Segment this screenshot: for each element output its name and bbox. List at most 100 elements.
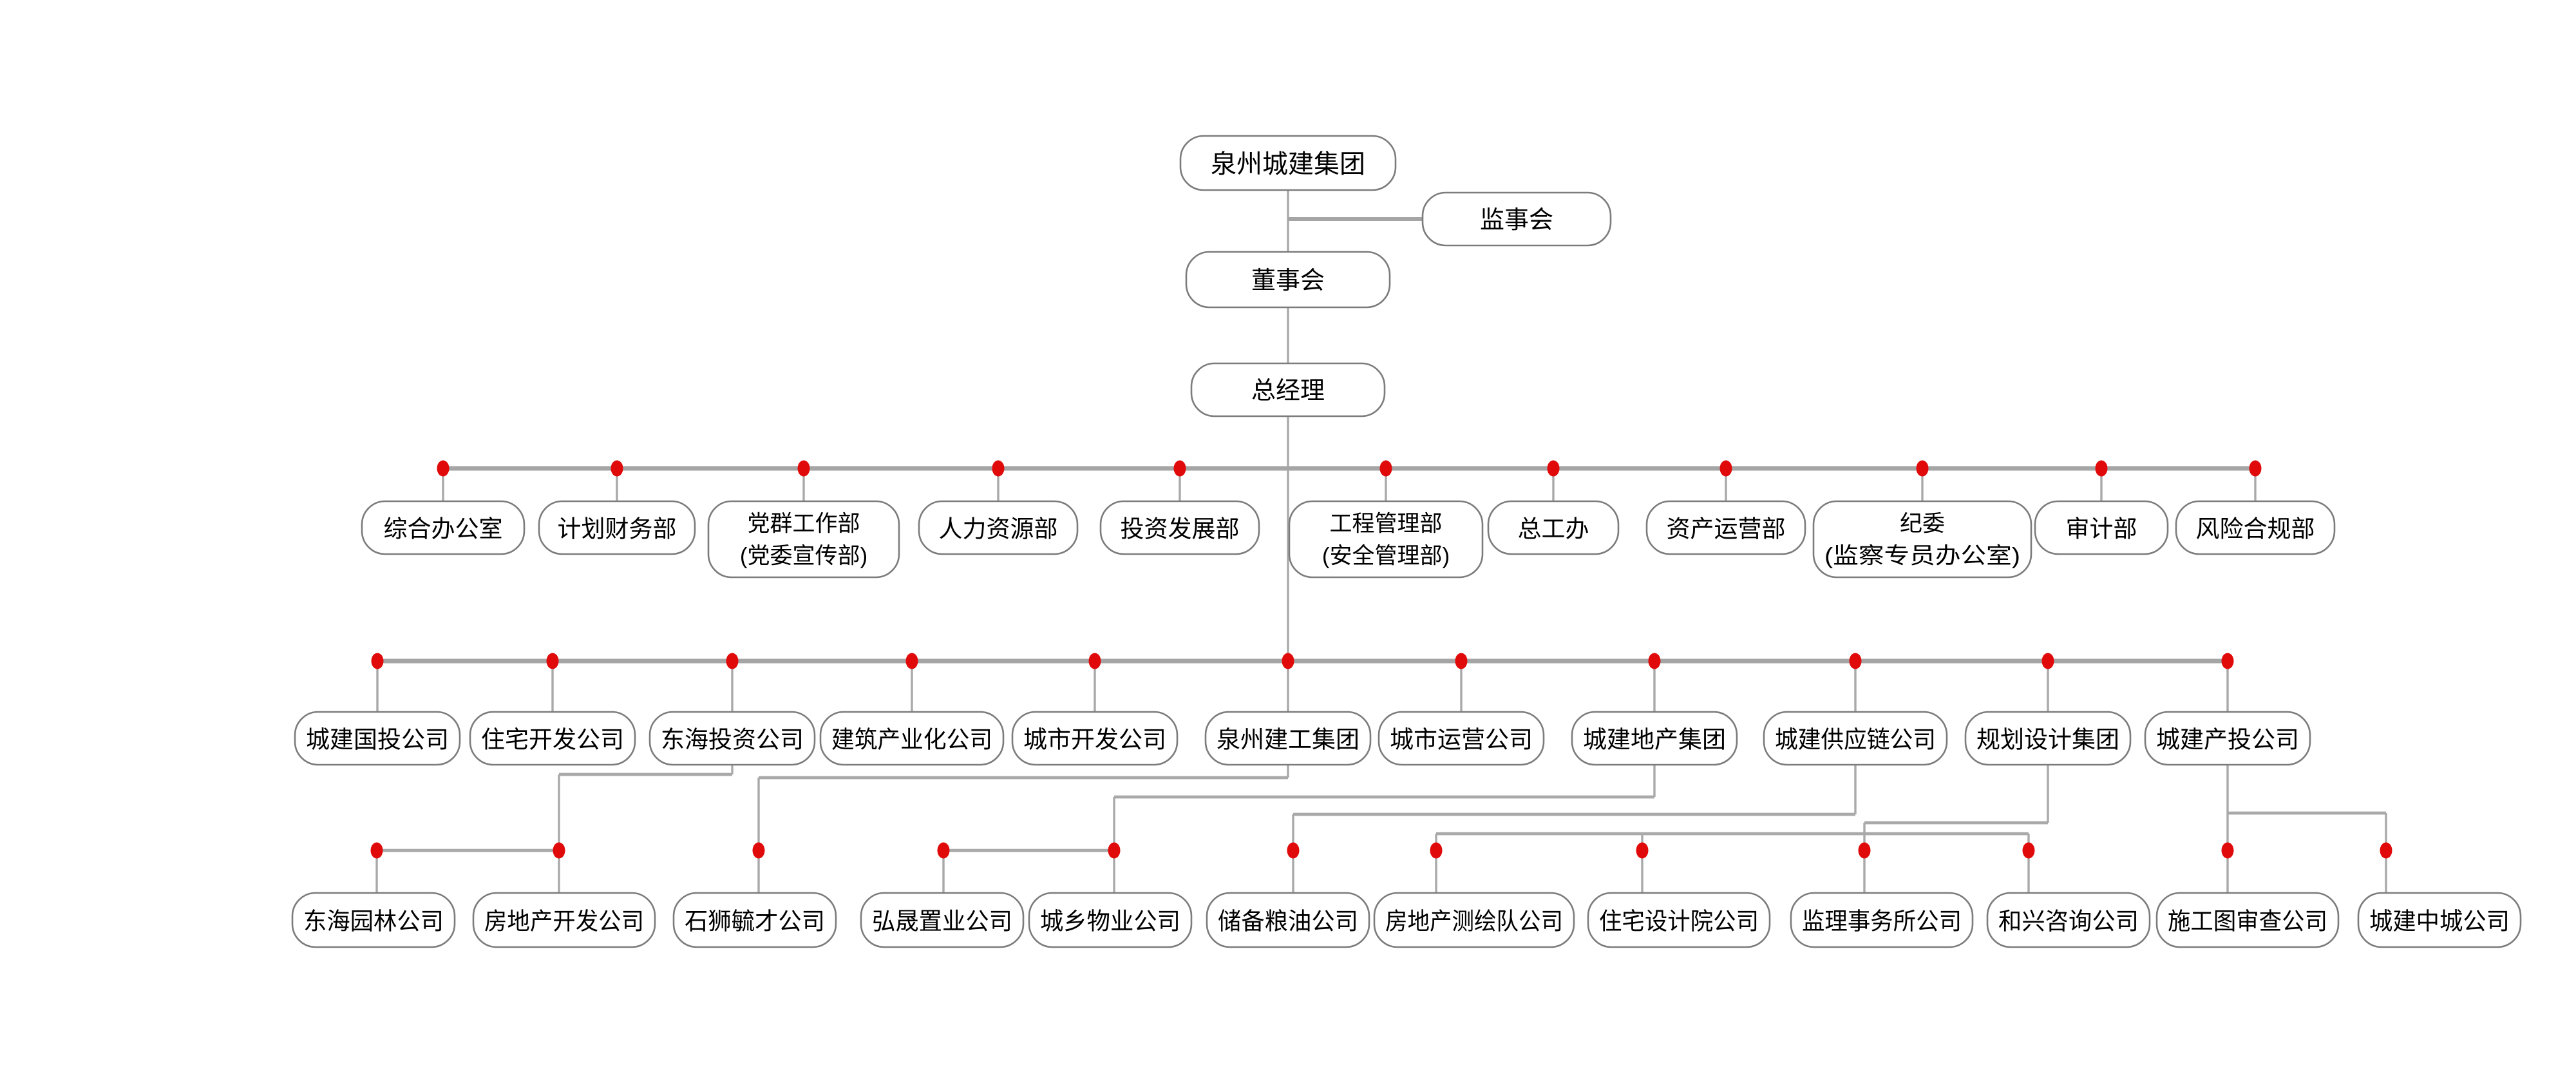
org-node-dept-general-office: 综合办公室: [361, 500, 526, 555]
junction-dot: [2249, 460, 2262, 477]
org-node-box: [1185, 251, 1391, 309]
connector-lines-layer: [375, 190, 2387, 893]
junction-dot: [1648, 653, 1661, 669]
junction-dot: [1636, 842, 1649, 859]
org-node-label: 东海投资公司: [661, 727, 804, 753]
org-node-general-manager: 总经理: [1190, 362, 1386, 417]
org-node-dept-chief-engineer-office: 总工办: [1487, 500, 1620, 555]
org-node-box: [1812, 500, 2032, 579]
junction-dot: [1430, 842, 1443, 859]
org-node-box: [1373, 892, 1575, 948]
org-node-supervisory-board: 监事会: [1421, 191, 1612, 247]
org-node-sub-housing-development: 住宅开发公司: [469, 711, 636, 766]
junction-dot: [1173, 460, 1186, 477]
org-node-label: (党委宣传部): [740, 544, 867, 569]
org-nodes-layer: 泉州城建集团监事会董事会总经理综合办公室计划财务部党群工作部(党委宣传部)人力资…: [291, 135, 2522, 948]
junction-dot: [1088, 653, 1101, 669]
org-node-label: 风险合规部: [2196, 516, 2315, 542]
org-node-box: [291, 892, 456, 948]
org-node-label: 人力资源部: [939, 516, 1058, 542]
org-node-box: [2175, 500, 2336, 555]
org-node-box: [1487, 500, 1620, 555]
junction-dot: [370, 842, 383, 859]
org-node-label: 监理事务所公司: [1802, 908, 1962, 935]
org-node-box: [1099, 500, 1260, 555]
org-node-sub2-hongsheng-zhiye: 弘晟置业公司: [860, 892, 1025, 948]
org-node-dept-party-work: 党群工作部(党委宣传部): [707, 500, 900, 579]
org-node-label: 施工图审查公司: [2168, 908, 2327, 935]
junction-dot: [1108, 842, 1121, 859]
org-node-label: 城建产投公司: [2156, 727, 2299, 753]
org-node-label: 投资发展部: [1121, 516, 1240, 542]
junction-dot: [726, 653, 739, 669]
org-node-label: 房地产测绘队公司: [1385, 908, 1563, 935]
org-node-box: [2144, 711, 2311, 766]
org-node-label: 石狮毓才公司: [685, 908, 825, 935]
org-node-box: [1645, 500, 1806, 555]
org-node-label: 城建地产集团: [1583, 727, 1726, 753]
org-node-label: 城建中城公司: [2369, 908, 2510, 935]
org-node-box: [707, 500, 900, 579]
junction-dot: [2095, 460, 2108, 477]
org-node-box: [469, 711, 636, 766]
junction-dot: [2380, 842, 2392, 859]
org-node-sub-donghai-investment: 东海投资公司: [649, 711, 816, 766]
junction-dot: [1916, 460, 1929, 477]
junction-dot: [371, 653, 384, 669]
org-node-box: [1571, 711, 1738, 766]
org-node-sub2-real-estate-development: 房地产开发公司: [472, 892, 656, 948]
junction-dot: [752, 842, 765, 859]
org-node-box: [860, 892, 1025, 948]
junction-dot: [611, 460, 623, 477]
org-node-box: [1028, 892, 1193, 948]
org-node-dept-audit: 审计部: [2034, 500, 2169, 555]
org-node-sub-real-estate-group: 城建地产集团: [1571, 711, 1738, 766]
org-node-box: [1190, 362, 1386, 417]
org-node-sub2-supervision-office: 监理事务所公司: [1790, 892, 1974, 948]
org-node-label: 董事会: [1251, 267, 1325, 294]
org-node-box: [1288, 500, 1484, 579]
org-node-box: [1204, 711, 1372, 766]
org-node-label: 泉州建工集团: [1217, 727, 1359, 753]
org-node-label: 住宅开发公司: [481, 727, 624, 753]
org-node-sub2-zhongcheng: 城建中城公司: [2357, 892, 2522, 948]
org-node-label: (安全管理部): [1322, 544, 1450, 569]
junction-dot: [2041, 653, 2054, 669]
junction-dot: [992, 460, 1005, 477]
org-node-dept-risk-compliance: 风险合规部: [2175, 500, 2336, 555]
junction-dot: [2221, 842, 2234, 859]
org-node-sub-supply-chain: 城建供应链公司: [1763, 711, 1948, 766]
junction-dot: [553, 842, 565, 859]
junction-dot: [905, 653, 918, 669]
org-node-box: [1179, 135, 1397, 191]
org-node-board-of-directors: 董事会: [1185, 251, 1391, 309]
org-node-sub2-grain-oil-reserve: 储备粮油公司: [1206, 892, 1370, 948]
junction-dot: [1455, 653, 1468, 669]
org-node-sub-industry-investment: 城建产投公司: [2144, 711, 2311, 766]
org-node-box: [649, 711, 816, 766]
org-node-box: [1964, 711, 2132, 766]
org-node-sub2-shishi-yucai: 石狮毓才公司: [672, 892, 837, 948]
org-node-box: [1790, 892, 1974, 948]
org-node-label: 房地产开发公司: [484, 908, 644, 935]
junction-dot: [1547, 460, 1560, 477]
org-node-box: [1763, 711, 1948, 766]
org-node-box: [2034, 500, 2169, 555]
org-node-label: 总经理: [1251, 378, 1325, 405]
org-node-sub-planning-design: 规划设计集团: [1964, 711, 2132, 766]
org-node-label: 城建国投公司: [306, 727, 449, 753]
org-node-label: 城市运营公司: [1390, 727, 1533, 753]
org-node-label: 弘晟置业公司: [872, 908, 1012, 935]
junction-dot: [2022, 842, 2035, 859]
junction-dot: [797, 460, 810, 477]
org-node-box: [1587, 892, 1771, 948]
junction-dots-layer: [370, 460, 2392, 859]
org-node-label: 泉州城建集团: [1211, 150, 1365, 178]
org-node-sub-urban-investment: 城建国投公司: [294, 711, 461, 766]
org-node-sub2-surveying-team: 房地产测绘队公司: [1373, 892, 1575, 948]
org-node-box: [1206, 892, 1370, 948]
junction-dot: [1287, 842, 1300, 859]
org-node-label: 储备粮油公司: [1218, 908, 1358, 935]
org-node-box: [294, 711, 461, 766]
